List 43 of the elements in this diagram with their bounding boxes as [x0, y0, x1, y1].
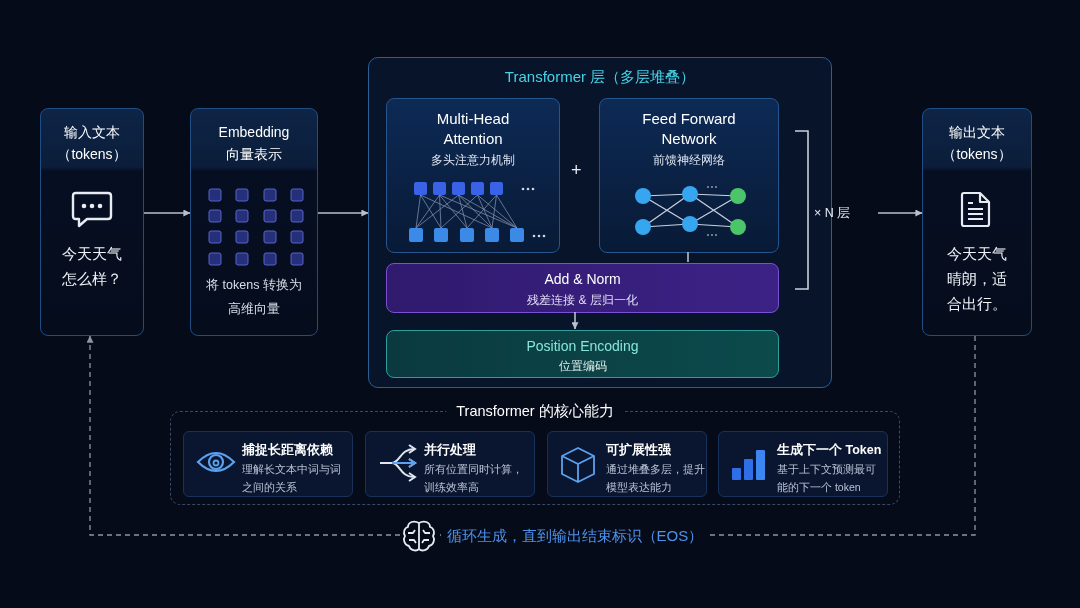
arrow: [143, 209, 191, 217]
card-heading: 生成下一个 Token: [777, 442, 882, 459]
feature-card: [183, 431, 353, 497]
repeat-label: × N 层: [814, 206, 851, 221]
card-text: 理解长文本中词与词之间的关系: [242, 462, 342, 495]
feature-card: [365, 431, 535, 497]
process-box: [922, 108, 1032, 336]
process-box: [190, 108, 318, 336]
box-heading: Feed Forward Network: [641, 109, 737, 149]
arrow: [317, 209, 369, 217]
example-text: 今天天气晴朗，适合出行。: [946, 244, 1008, 314]
plus-sign: +: [571, 160, 582, 182]
box-heading: Position Encoding: [525, 337, 640, 356]
box-caption: 位置编码: [557, 358, 608, 375]
box-heading: 输入文本（tokens）: [56, 123, 128, 164]
feature-card: [547, 431, 707, 497]
layer-panel: [368, 57, 832, 388]
process-box: [40, 108, 144, 336]
box-heading: Multi-Head Attention: [435, 109, 511, 149]
box-caption: 前馈神经网络: [652, 152, 726, 169]
norm-bar: [386, 263, 779, 313]
box-heading: Embedding 向量表示: [217, 123, 291, 164]
card-text: 所有位置同时计算，训练效率高: [424, 462, 524, 495]
process-box: [599, 98, 779, 253]
arrow: [571, 311, 579, 330]
box-caption: 将 tokens 转换为高维向量: [205, 277, 303, 318]
card-text: 通过堆叠多层，提升模型表达能力: [606, 462, 706, 495]
card-heading: 并行处理: [424, 442, 476, 459]
connector-line: [687, 251, 689, 263]
card-text: 基于上下文预测最可能的下一个 token: [777, 462, 877, 495]
card-heading: 可扩展性强: [606, 442, 671, 459]
box-caption: 多头注意力机制: [430, 152, 516, 169]
arrow: [877, 209, 923, 217]
feature-card: [718, 431, 888, 497]
box-caption: 残差连接 & 层归一化: [526, 292, 639, 309]
process-box: [386, 98, 560, 253]
encoding-bar: [386, 330, 779, 378]
box-heading: Add & Norm: [543, 270, 622, 289]
panel-title: Transformer 的核心能力: [446, 401, 624, 421]
panel-title: Transformer 层（多层堆叠）: [503, 67, 697, 87]
box-heading: 输出文本（tokens）: [941, 123, 1013, 164]
card-heading: 捕捉长距离依赖: [242, 441, 333, 459]
example-text: 今天天气怎么样？: [61, 244, 123, 289]
